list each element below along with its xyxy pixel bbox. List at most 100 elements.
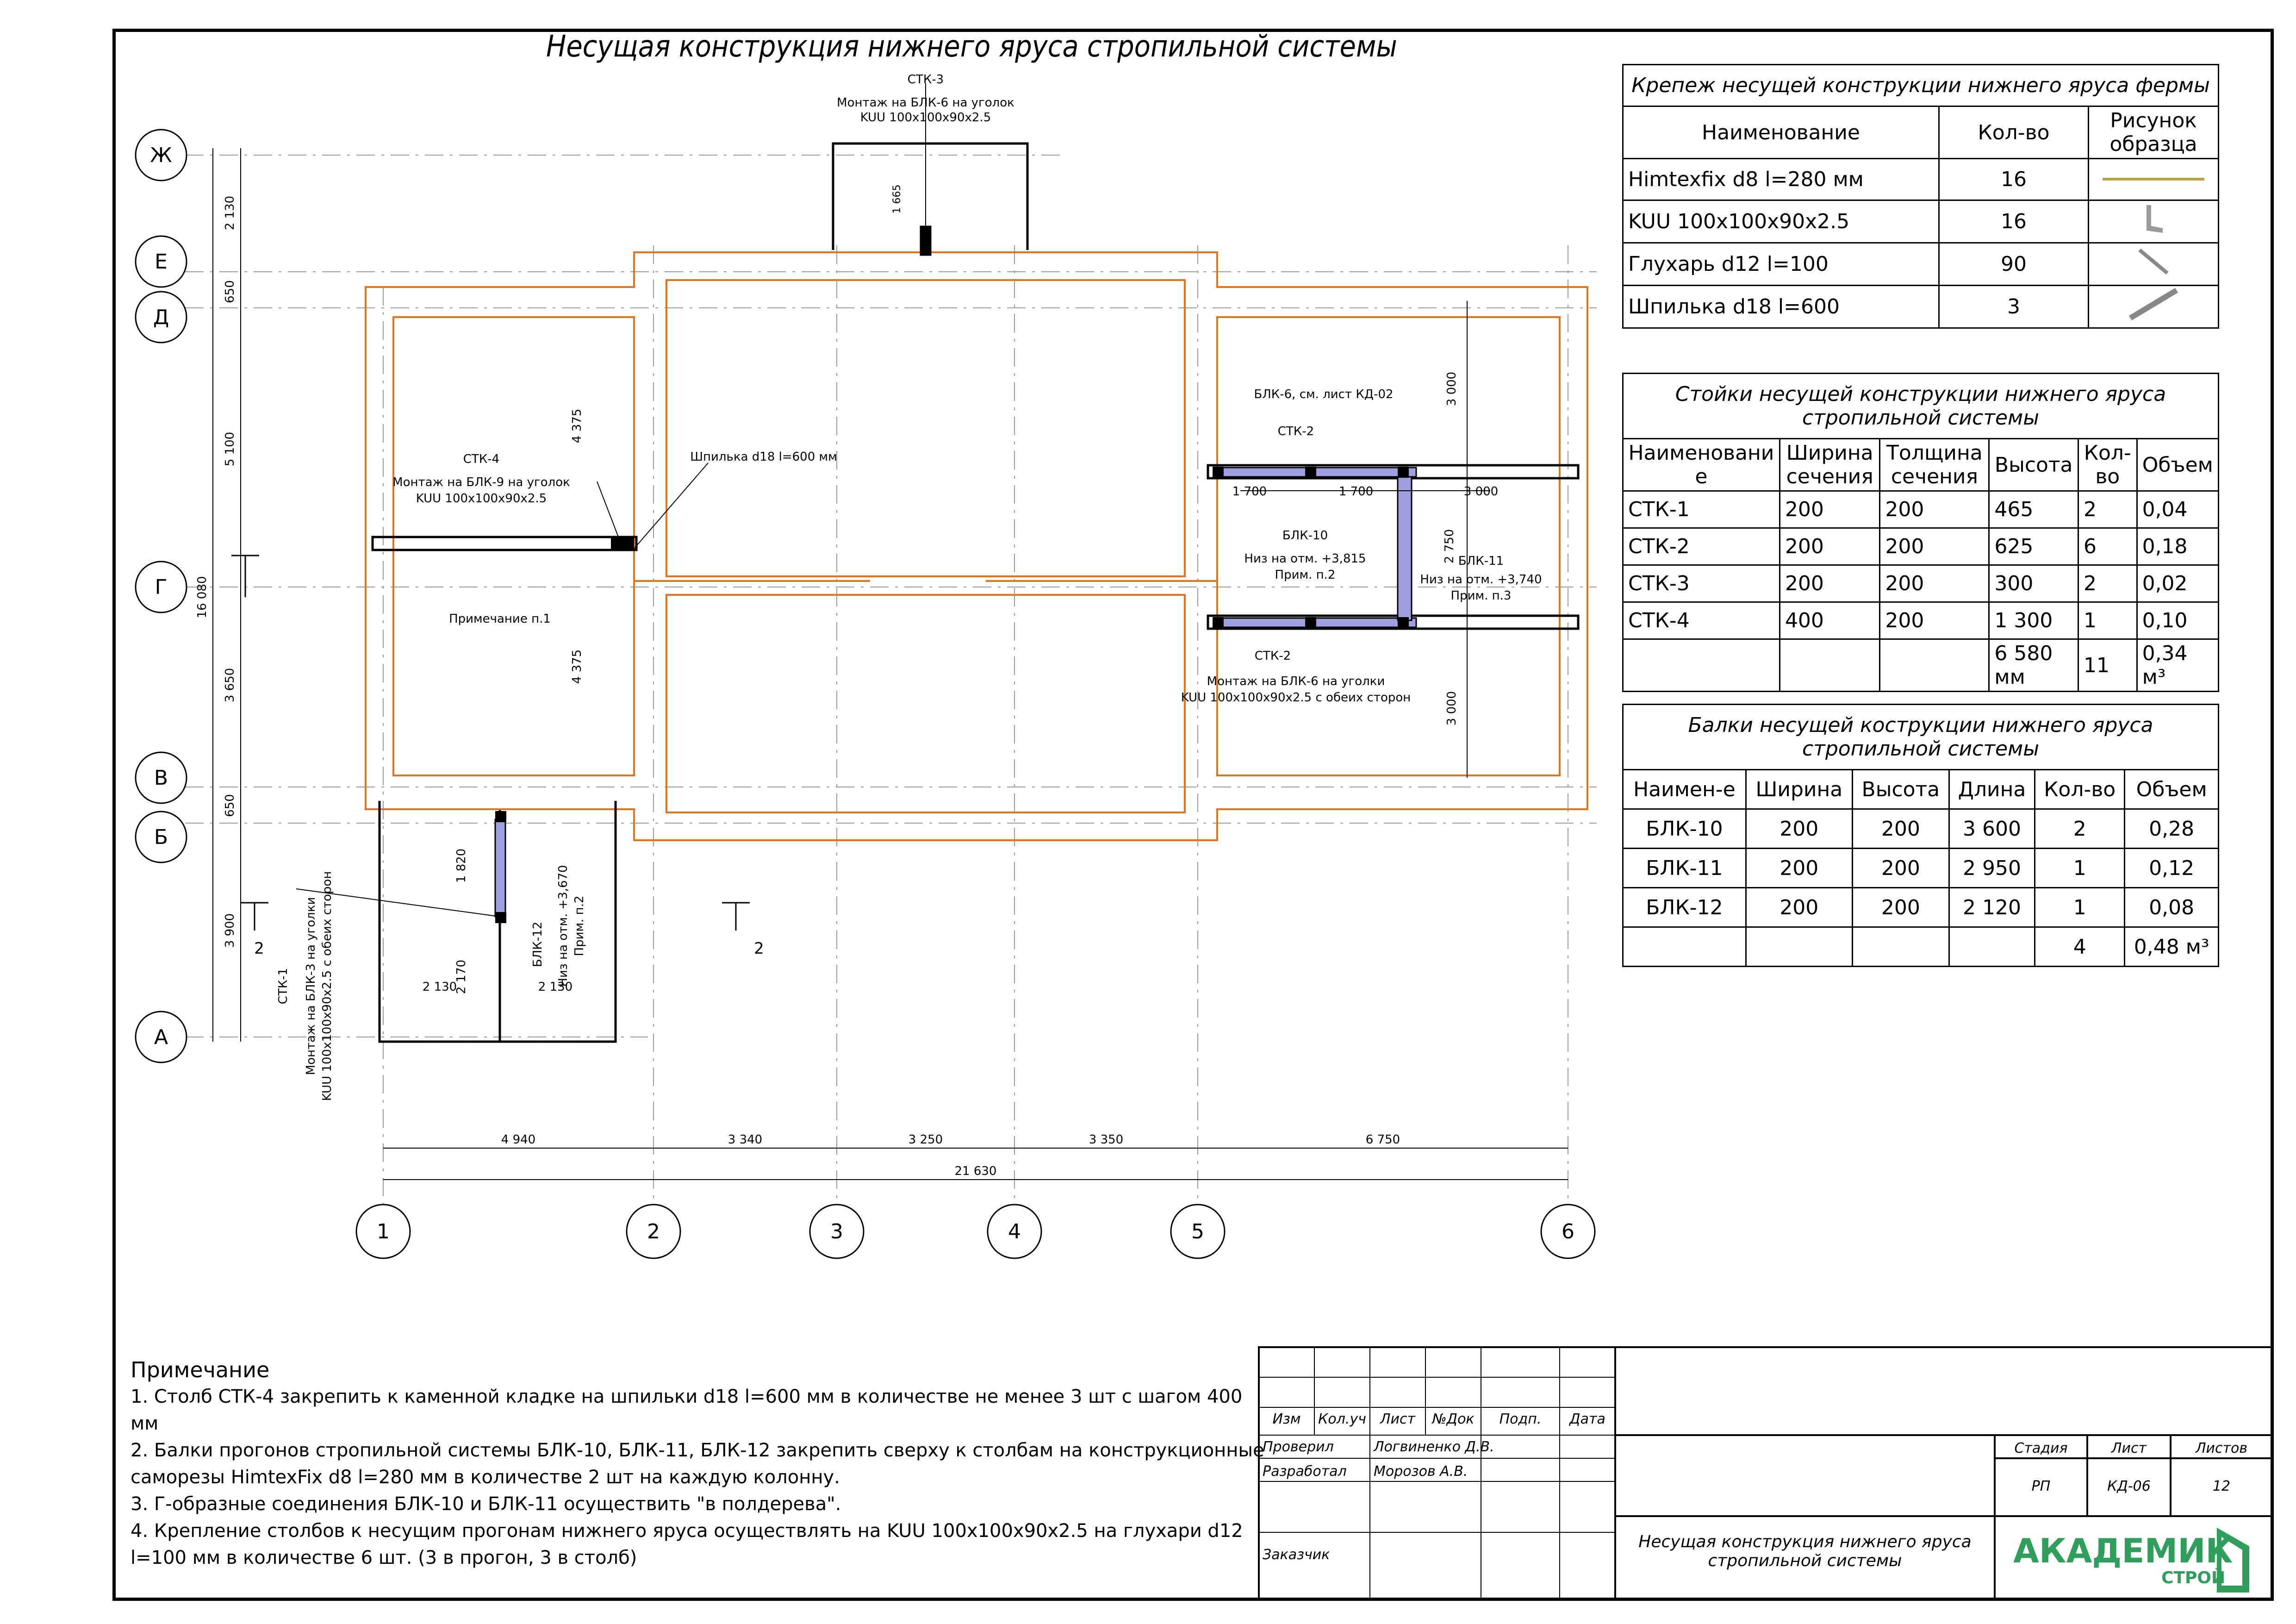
room-mid-top — [666, 279, 1186, 577]
cell: 90 — [1938, 242, 2089, 286]
dim-text: 3 350 — [1089, 1133, 1123, 1147]
cell: 6 580 мм — [1988, 638, 2079, 692]
cell: БЛК-10 — [1622, 808, 1747, 849]
dim-text: 2 130 — [423, 980, 457, 994]
angle-bracket-icon — [2088, 200, 2219, 244]
cell: 200 — [1851, 887, 1950, 928]
col-header: Наименование — [1622, 106, 1940, 159]
axis-bubble-6 — [1540, 1204, 1596, 1259]
lag-screw-icon — [2088, 242, 2219, 286]
cell — [1622, 926, 1747, 967]
post — [1398, 467, 1409, 478]
cell — [1879, 638, 1990, 692]
screw-icon — [2088, 158, 2219, 201]
cell: 1 — [2034, 887, 2126, 928]
cell — [1948, 926, 2036, 967]
cell: 200 — [1879, 601, 1990, 640]
dim-text: 6 750 — [1366, 1133, 1400, 1147]
note-ref: Примечание п.1 — [449, 612, 551, 626]
cell: БЛК-11 — [1622, 848, 1747, 888]
col-header: Высота — [1851, 769, 1950, 810]
cell — [1779, 638, 1881, 692]
post — [495, 811, 506, 822]
cell: 200 — [1779, 490, 1881, 529]
cell: 0,10 — [2136, 601, 2220, 640]
table-row: Himtexfix d8 l=280 мм 16 — [1622, 158, 2219, 201]
cell — [1622, 638, 1780, 692]
cell: 0,02 — [2136, 564, 2220, 603]
stk3-note: Монтаж на БЛК-6 на уголок — [837, 96, 1014, 110]
blk6-label: БЛК-6, см. лист КД-02 — [1254, 387, 1393, 401]
col-header: Ширина сечения — [1779, 438, 1881, 492]
dim-text: 2 130 — [538, 980, 572, 994]
stk4-beam — [371, 536, 638, 551]
dim-text: 16 080 — [195, 576, 209, 618]
cell: 200 — [1745, 808, 1853, 849]
section-label: 2 — [254, 939, 264, 958]
blk11-note: Низ на отм. +3,740 — [1420, 573, 1542, 587]
cell: 2 120 — [1948, 887, 2036, 928]
axis-label: Б — [154, 825, 168, 849]
section-label: 2 — [754, 939, 764, 958]
blk12-note: Низ на отм. +3,670 — [556, 865, 570, 987]
blk12-note: Прим. п.2 — [572, 896, 586, 956]
axis-bubble-5 — [1170, 1204, 1226, 1259]
axis-bubble-2 — [626, 1204, 681, 1259]
dim-text: 650 — [223, 794, 237, 817]
dim-text: 3 900 — [223, 913, 237, 948]
axis-bubble-e — [135, 235, 187, 288]
blk11 — [1397, 476, 1412, 621]
dim-text: 4 940 — [501, 1133, 535, 1147]
dim-text: 5 100 — [223, 432, 237, 466]
axis-label: 6 — [1562, 1220, 1574, 1243]
dim-text: 1 700 — [1232, 485, 1267, 499]
col-header: Рисунок образца — [2088, 106, 2219, 159]
col-header: Кол-во — [2078, 438, 2138, 492]
axis-bubble-4 — [987, 1204, 1042, 1259]
sheet-frame — [112, 29, 2274, 1601]
post — [1305, 467, 1316, 478]
posts-table-caption: Стойки несущей конструкции нижнего яруса… — [1622, 373, 2219, 438]
blk12-label: БЛК-12 — [531, 922, 545, 967]
blk10-top — [1221, 467, 1417, 478]
notes-heading: Примечание — [131, 1357, 270, 1382]
cell — [1745, 926, 1853, 967]
cell: 465 — [1988, 490, 2079, 529]
table-row: Глухарь d12 l=100 90 — [1622, 242, 2219, 286]
stk3-note: KUU 100х100х90х2.5 — [860, 111, 991, 125]
dim-text: 2 170 — [454, 960, 468, 994]
dim-total: 21 630 — [955, 1164, 997, 1178]
dim-text: 2 130 — [223, 196, 237, 230]
col-header: Кол-во — [1938, 106, 2089, 159]
col-header: Кол-во — [2034, 769, 2126, 810]
dim-text: 1 700 — [1339, 485, 1373, 499]
cell: 200 — [1879, 527, 1990, 566]
notes-block: Примечание 1. Столб СТК-4 закрепить к ка… — [131, 1356, 1264, 1571]
stk2-note: Монтаж на БЛК-6 на уголки — [1207, 675, 1385, 688]
cell: Himtexfix d8 l=280 мм — [1622, 158, 1940, 201]
axis-bubble-zh — [135, 129, 187, 181]
axis-bubble-v — [135, 751, 187, 804]
axis-label: 2 — [647, 1220, 660, 1243]
cell: 2 — [2078, 490, 2138, 529]
beams-table-caption: Балки несущей кострукции нижнего яруса с… — [1622, 704, 2219, 769]
cell: 200 — [1879, 490, 1990, 529]
beam-bottom — [1207, 614, 1580, 630]
axis-bubble-1 — [355, 1204, 411, 1259]
beam-top — [1207, 464, 1580, 480]
stk4-post — [611, 538, 634, 549]
cell: 400 — [1779, 601, 1881, 640]
cell: 2 — [2034, 808, 2126, 849]
col-header: Объем — [2124, 769, 2219, 810]
axis-label: 3 — [830, 1220, 843, 1243]
cell: СТК-1 — [1622, 490, 1780, 529]
cell: 0,18 — [2136, 527, 2220, 566]
cell: 0,08 — [2124, 887, 2219, 928]
cell: 0,34 м³ — [2136, 638, 2220, 692]
